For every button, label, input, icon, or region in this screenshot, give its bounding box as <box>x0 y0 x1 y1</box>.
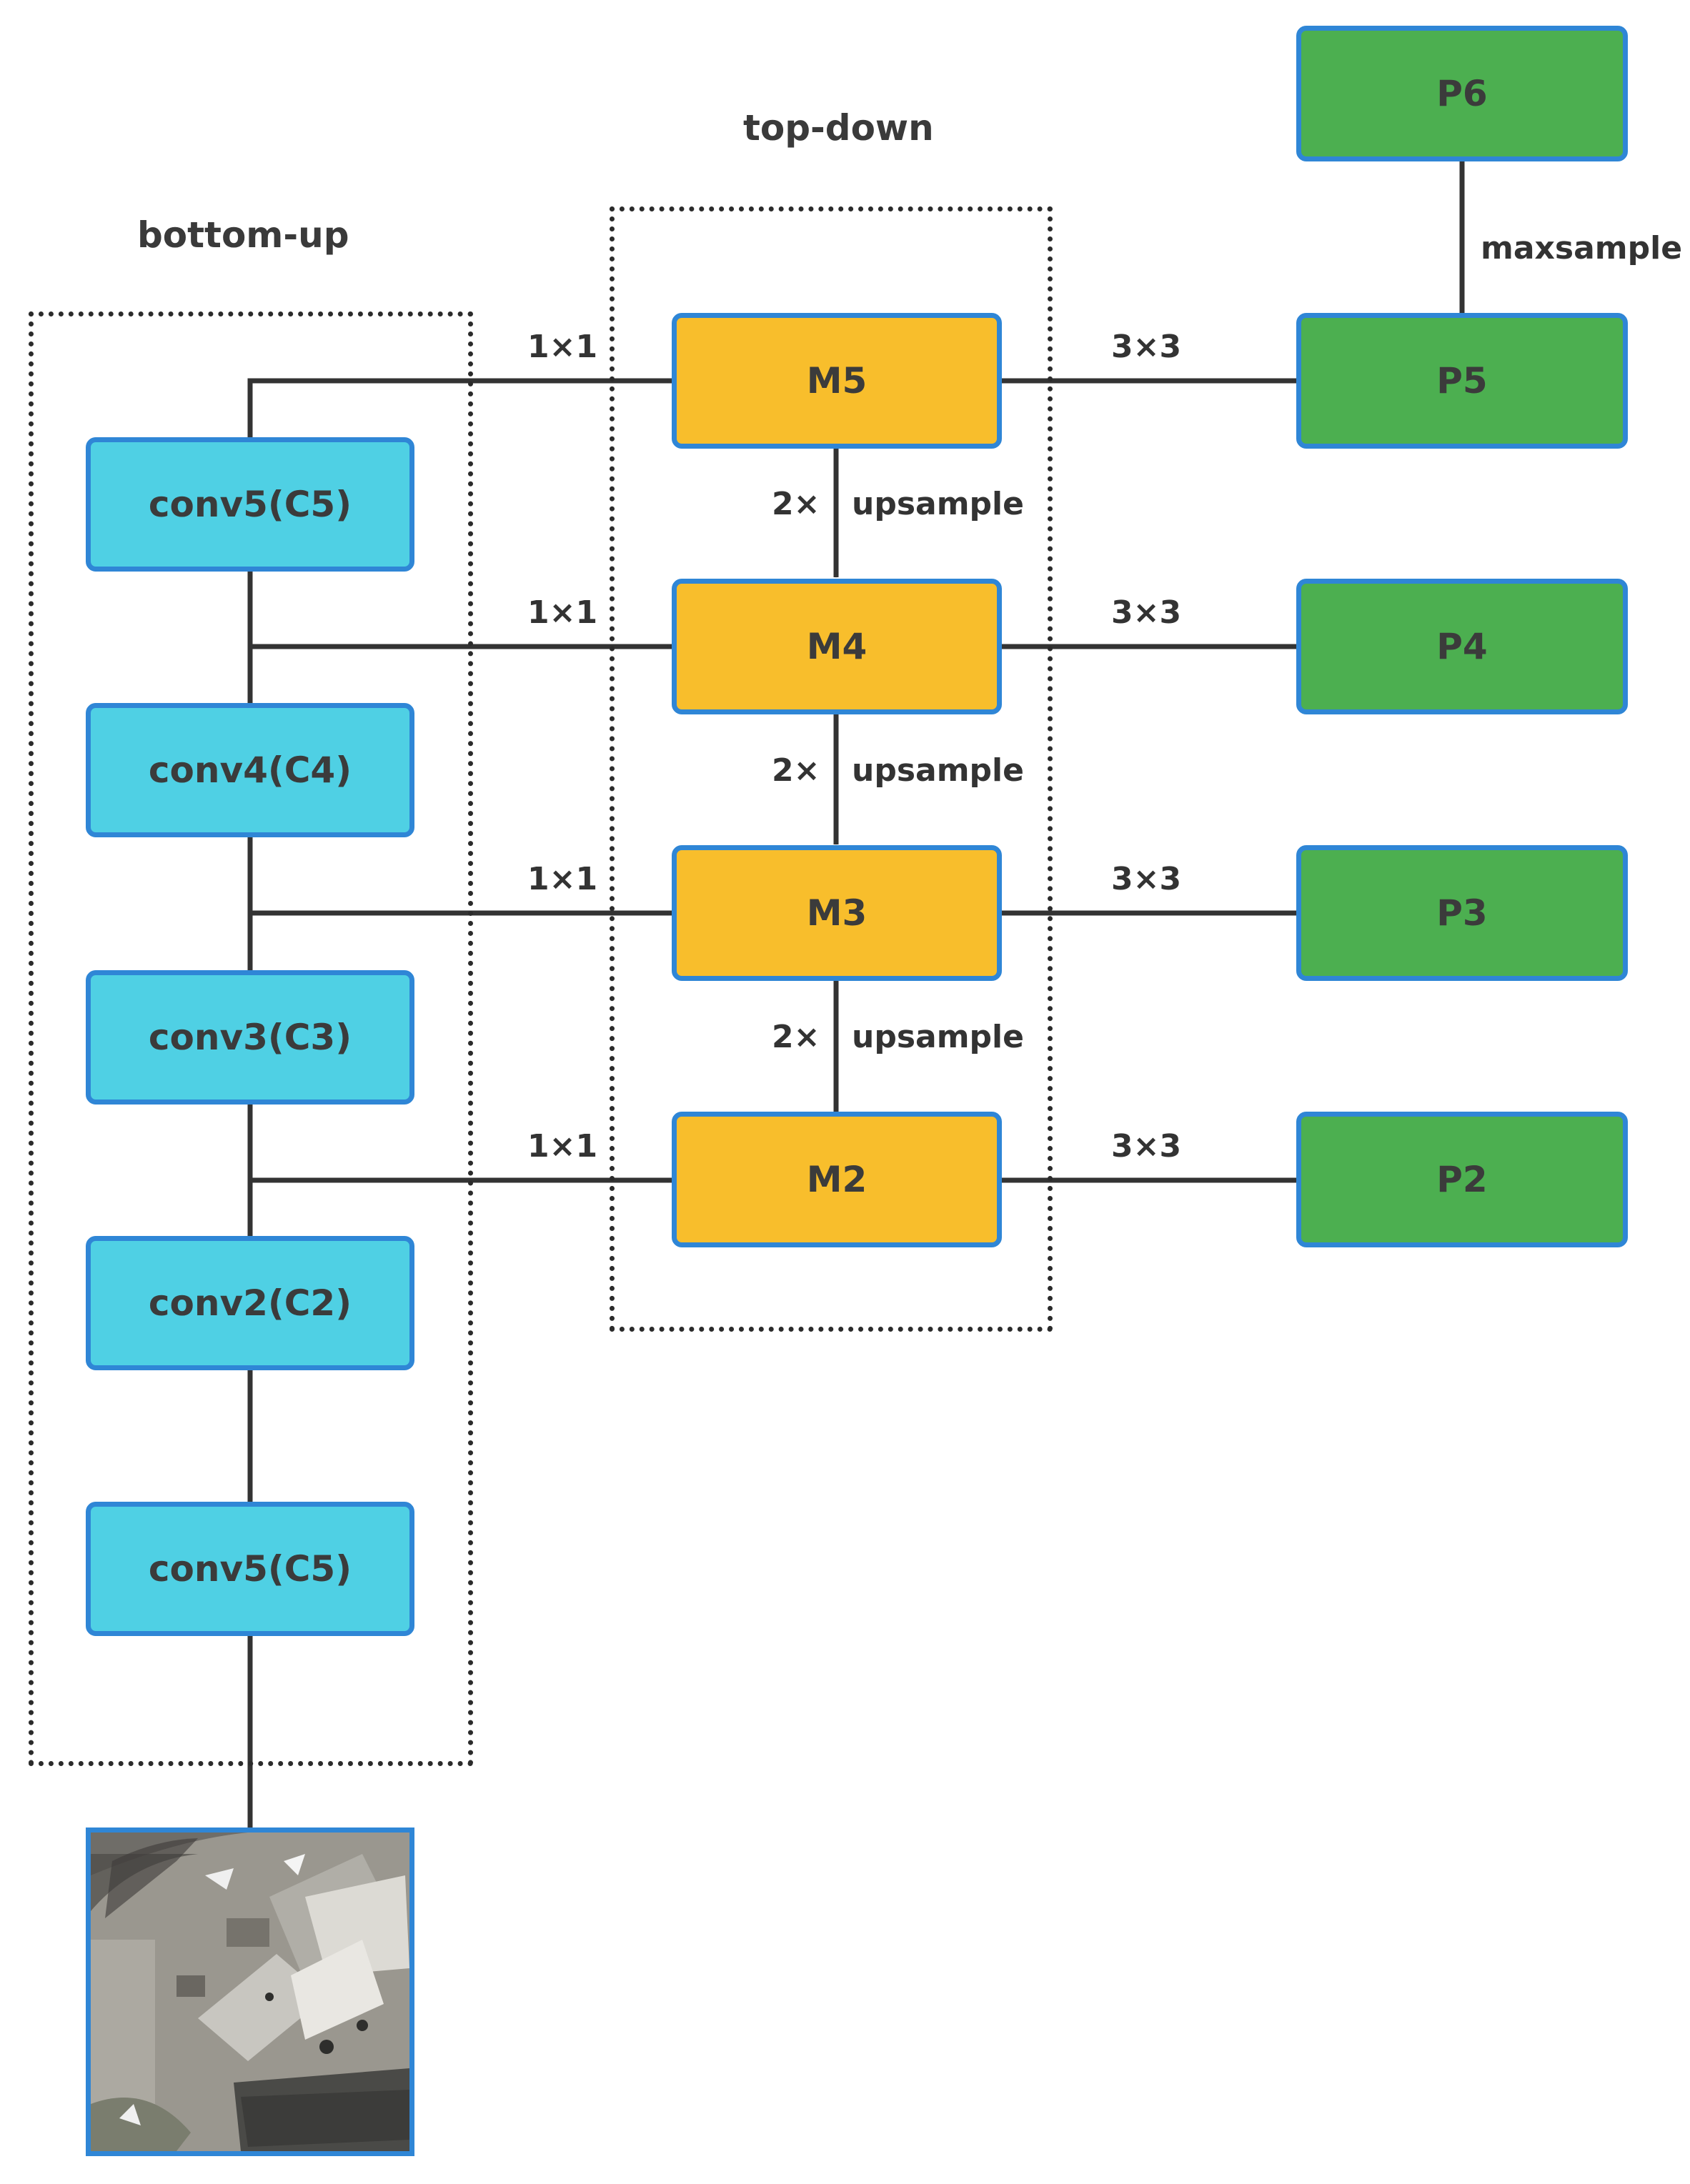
label-1x1-m2: 1×1 <box>527 1128 598 1165</box>
node-p5: P5 <box>1296 313 1628 449</box>
node-p3: P3 <box>1296 845 1628 981</box>
label-upsample-m5m4: upsample <box>852 486 1024 522</box>
node-p2: P2 <box>1296 1112 1628 1247</box>
top-down-group <box>610 206 1053 1332</box>
node-c4: conv4(C4) <box>86 703 414 837</box>
lateral-c5-m5 <box>247 378 672 439</box>
label-1x1-m3: 1×1 <box>527 861 598 897</box>
node-c3: conv3(C3) <box>86 970 414 1105</box>
label-2x-m4m3: 2× <box>772 752 820 789</box>
node-m5: M5 <box>672 313 1002 449</box>
label-3x3-p4: 3×3 <box>1111 594 1182 631</box>
bottom-up-group <box>29 311 473 1766</box>
node-p6: P6 <box>1296 26 1628 161</box>
bottom-up-label: bottom-up <box>137 214 349 256</box>
aerial-image <box>86 1828 414 2156</box>
node-m3: M3 <box>672 845 1002 981</box>
node-p4: P4 <box>1296 579 1628 714</box>
node-c1: conv5(C5) <box>86 1502 414 1636</box>
label-1x1-m4: 1×1 <box>527 594 598 631</box>
node-c2: conv2(C2) <box>86 1236 414 1370</box>
label-3x3-p3: 3×3 <box>1111 861 1182 897</box>
label-maxsample: maxsample <box>1481 230 1683 266</box>
node-m4: M4 <box>672 579 1002 714</box>
label-3x3-p5: 3×3 <box>1111 329 1182 365</box>
node-c5: conv5(C5) <box>86 437 414 572</box>
node-m2: M2 <box>672 1112 1002 1247</box>
top-down-label: top-down <box>743 107 934 149</box>
label-1x1-m5: 1×1 <box>527 329 598 365</box>
aerial-image-art <box>91 1833 409 2151</box>
label-upsample-m3m2: upsample <box>852 1019 1024 1055</box>
label-2x-m5m4: 2× <box>772 486 820 522</box>
label-upsample-m4m3: upsample <box>852 752 1024 789</box>
label-3x3-p2: 3×3 <box>1111 1128 1182 1165</box>
label-2x-m3m2: 2× <box>772 1019 820 1055</box>
